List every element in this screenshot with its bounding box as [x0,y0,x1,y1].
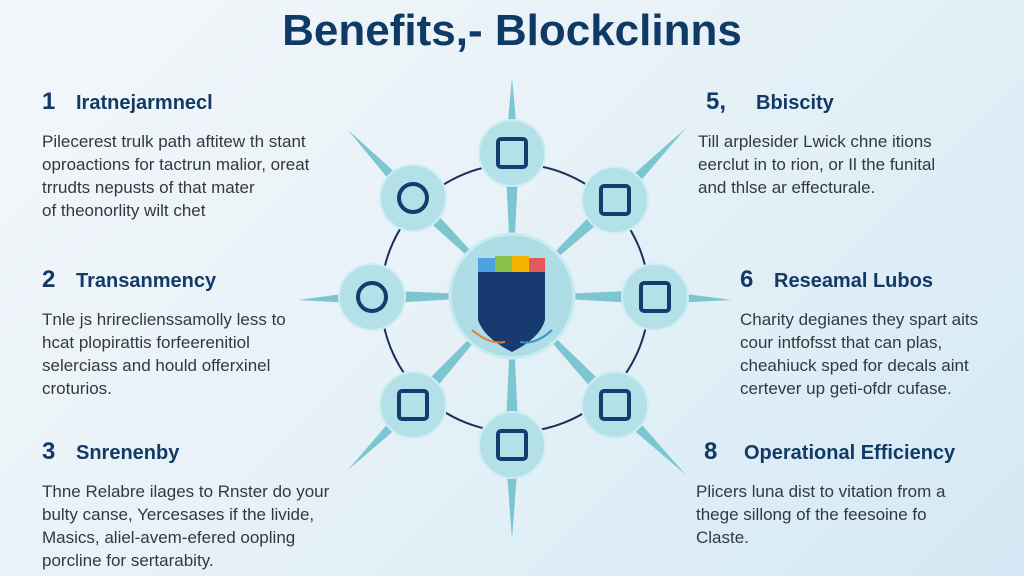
benefit-3: 3 Snrenenby Thne Relabre ilages to Rnster… [42,438,362,572]
benefit-description: Pilecerest trulk path aftitew th stant op… [42,130,362,222]
benefit-number: 1 [42,88,56,115]
benefit-number: 2 [42,266,56,293]
building-icon [599,184,631,216]
benefit-title: Reseamal Lubos [774,270,933,292]
line: Charity degianes they spart aits [740,310,979,329]
benefit-node [379,164,447,232]
line: Till arplesider Lwick chne itions [698,132,932,151]
benefit-title: Operational Efficiency [744,442,956,464]
benefit-title: Transanmency [76,270,217,292]
benefit-title: Bbiscity [756,92,834,114]
benefit-6: 6 Reseamal Lubos Charity degianes they sp… [740,266,1024,400]
line: of theonorlity wilt chet [42,201,206,220]
benefit-description: Charity degianes they spart aits cour int… [740,308,1024,400]
benefit-node [478,119,546,187]
benefit-description: Till arplesider Lwick chne itions eerclut… [698,130,1024,199]
line: croturios. [42,379,112,398]
benefit-node [581,166,649,234]
page-title: Benefits,- Blockclinns [282,6,742,55]
line: selerciass and hould offerxinel [42,356,271,375]
benefit-title: Iratnejarmnecl [76,92,213,114]
benefit-description: Plicers luna dist to vitation from a theg… [696,480,1024,549]
document-icon [496,137,528,169]
benefit-number: 5, [706,88,727,115]
padlock-icon [639,281,671,313]
line: oproactions for tactrun malior, oreat [42,155,310,174]
line: cheahiuck sped for decals aint [740,356,969,375]
line: hcat plopirattis forfeerenitiol [42,333,250,352]
line: trrudts nepusts of that mater [42,178,255,197]
line: cour intfofsst that can plas, [740,333,943,352]
benefit-node [379,371,447,439]
presentation-icon [397,389,429,421]
benefit-description: Tnle js hrireclienssamolly less to hcat p… [42,308,362,400]
line: Masics, aliel-avem-efered oopling [42,528,296,547]
line: thege sillong of the feesoine fo [696,505,927,524]
warehouse-icon [599,389,631,421]
benefit-number: 6 [740,266,754,293]
benefit-node [338,263,406,331]
benefit-number: 8 [704,438,718,465]
benefit-node [581,371,649,439]
benefit-node [621,263,689,331]
benefit-node [478,411,546,479]
line: Pilecerest trulk path aftitew th stant [42,132,306,151]
line: Claste. [696,528,749,547]
line: bulty canse, Yercesases if the livide, [42,505,315,524]
line: Tnle js hrireclienssamolly less to [42,310,286,329]
line: and thlse ar effecturale. [698,178,876,197]
line: Thne Relabre ilages to Rnster do your [42,482,330,501]
line: porcline for sertarabity. [42,551,214,570]
benefit-1: 1 Iratnejarmnecl Pilecerest trulk path af… [42,88,362,222]
compass-icon [356,281,388,313]
shield-icon [471,256,553,352]
magnifier-icon [397,182,429,214]
benefit-number: 3 [42,438,56,465]
benefit-2: 2 Transanmency Tnle js hrireclienssamolly… [42,266,362,400]
benefit-description: Thne Relabre ilages to Rnster do your bul… [42,480,362,572]
benefit-5: 5, Bbiscity Till arplesider Lwick chne it… [698,88,1024,199]
line: Plicers luna dist to vitation from a [696,482,946,501]
line: certever up geti-ofdr cufase. [740,379,952,398]
crown-icon [496,429,528,461]
benefit-8: 8 Operational Efficiency Plicers luna dis… [696,438,1024,549]
line: eerclut in to rion, or Il the funital [698,155,936,174]
benefit-title: Snrenenby [76,442,180,464]
